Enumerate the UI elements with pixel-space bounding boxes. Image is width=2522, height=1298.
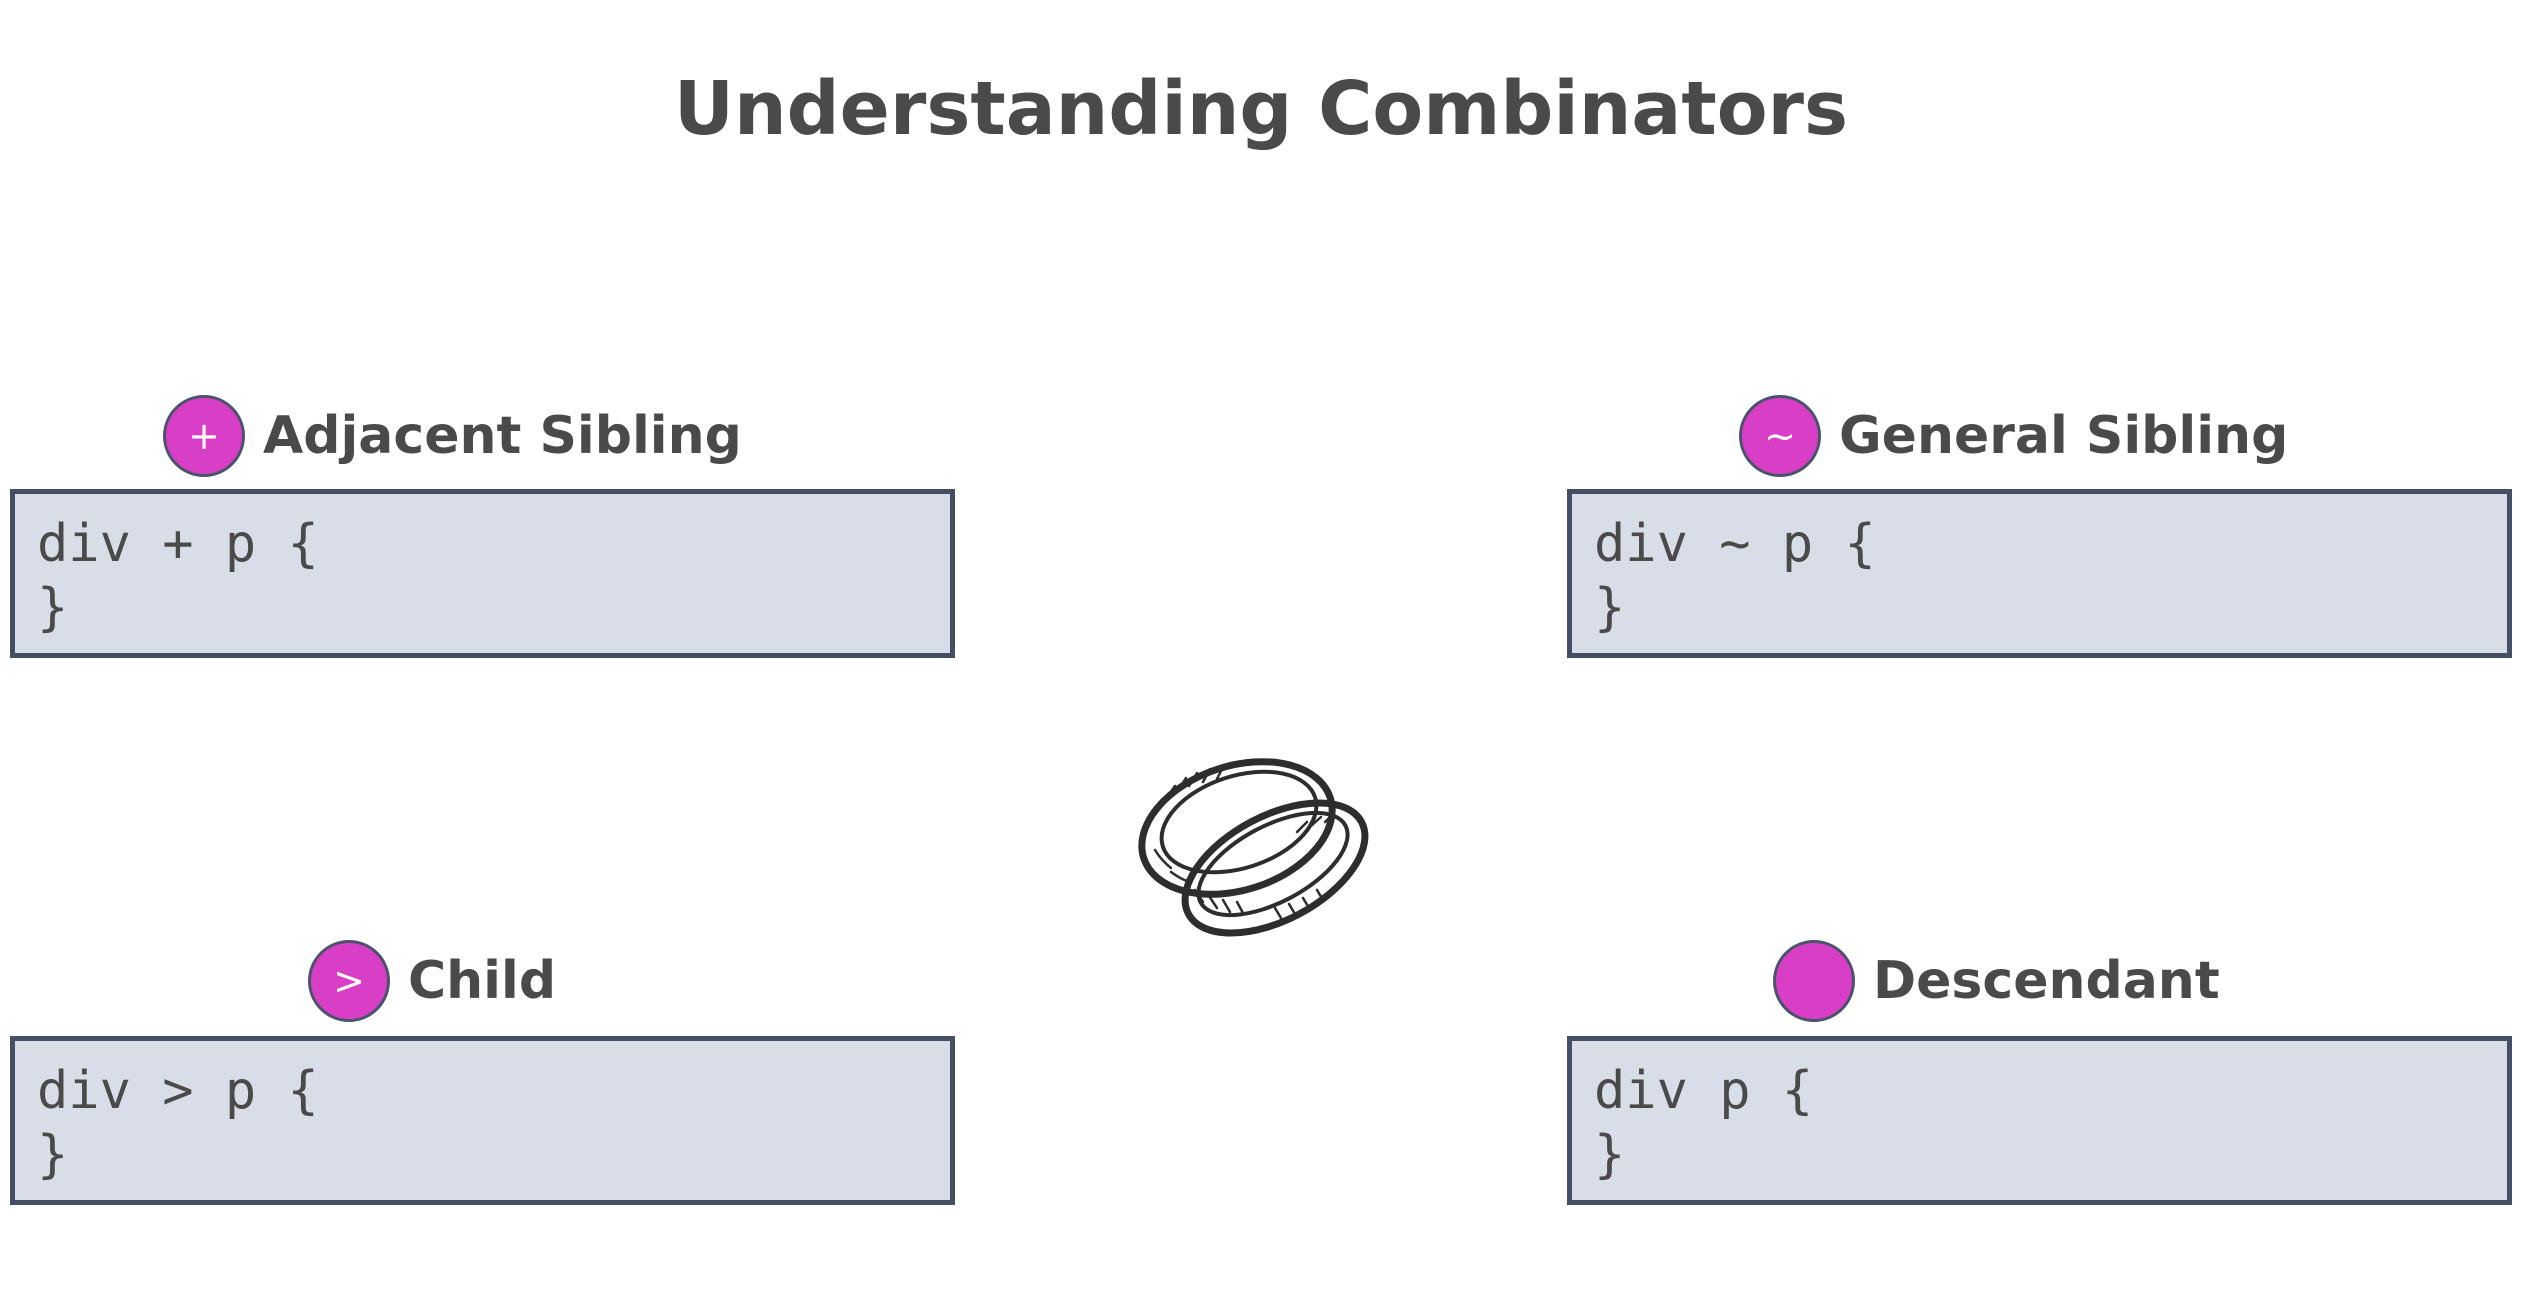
code-line: div ~ p { <box>1594 514 1876 574</box>
code-block-child: div > p {} <box>10 1036 955 1205</box>
combinator-heading-child: > Child <box>308 935 556 1027</box>
combinator-label: Child <box>408 951 557 1011</box>
plus-badge-icon: + <box>163 395 245 477</box>
code-block-adjacent-sibling: div + p {} <box>10 489 955 658</box>
code-line: div > p { <box>37 1061 319 1121</box>
combinator-label: Adjacent Sibling <box>263 406 742 466</box>
code-block-general-sibling: div ~ p {} <box>1567 489 2512 658</box>
code-line: } <box>1594 578 1626 638</box>
rings-icon <box>1138 758 1369 937</box>
combinator-label: General Sibling <box>1839 406 2289 466</box>
code-line: } <box>37 1125 69 1185</box>
code-line: div + p { <box>37 514 319 574</box>
combinator-heading-adjacent-sibling: + Adjacent Sibling <box>163 390 742 482</box>
code-line: } <box>1594 1125 1626 1185</box>
tilde-badge-icon: ~ <box>1739 395 1821 477</box>
combinator-heading-general-sibling: ~ General Sibling <box>1739 390 2288 482</box>
code-block-descendant: div p {} <box>1567 1036 2512 1205</box>
page-title: Understanding Combinators <box>673 66 1849 152</box>
code-line: } <box>37 578 69 638</box>
code-line: div p { <box>1594 1061 1814 1121</box>
blank-badge-icon <box>1773 940 1855 1022</box>
combinator-heading-descendant: Descendant <box>1773 935 2220 1027</box>
greater-than-badge-icon: > <box>308 940 390 1022</box>
combinator-label: Descendant <box>1873 951 2220 1011</box>
